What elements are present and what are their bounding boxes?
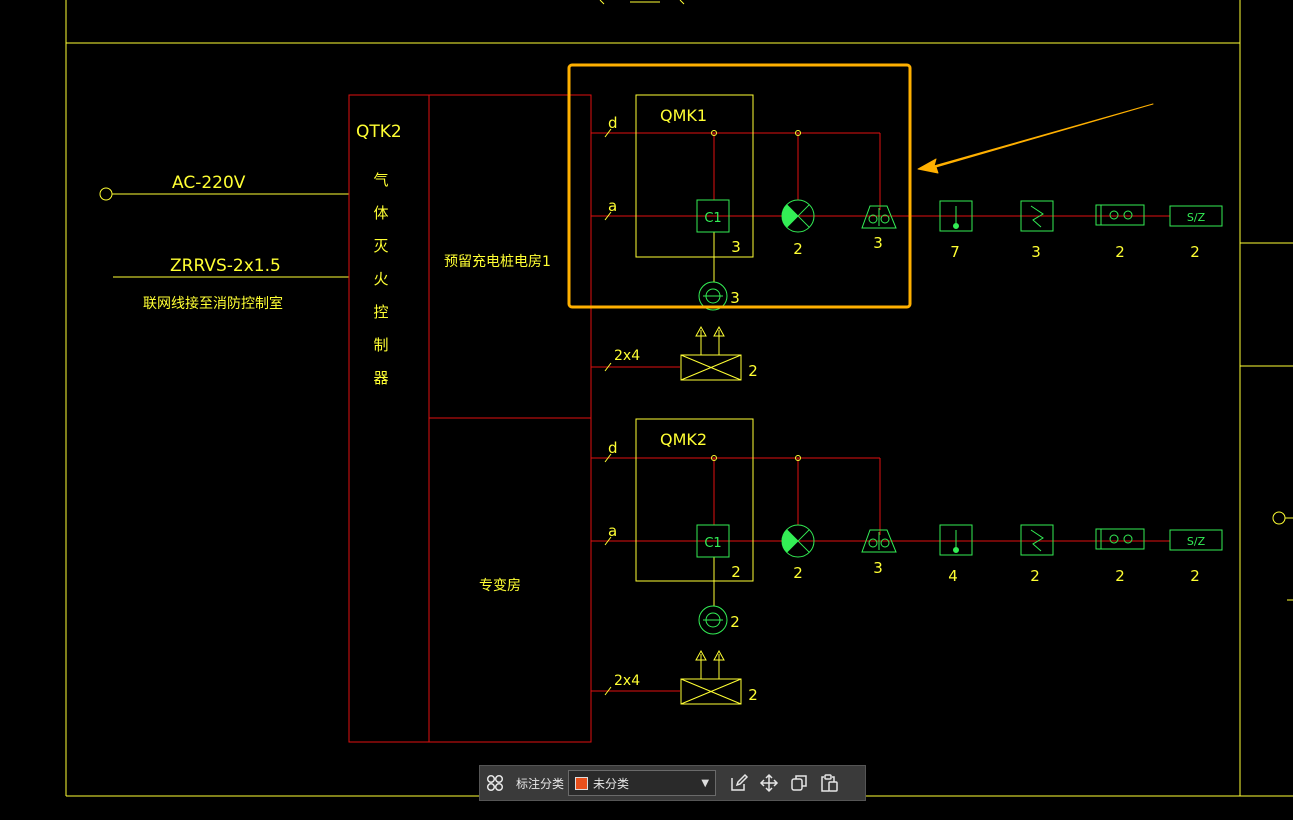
svg-text:2: 2: [1190, 243, 1200, 261]
circuit-row-2: d a QMK2 C1 2 2 3 4 2: [591, 418, 1223, 705]
power-input: [99, 187, 349, 278]
svg-text:控: 控: [373, 303, 388, 321]
highlight-annotation-box[interactable]: [567, 63, 912, 309]
svg-text:a: a: [608, 197, 617, 215]
svg-text:2: 2: [1190, 567, 1200, 585]
controller-name: 气 体 灭 火 控 制 器: [373, 171, 388, 387]
release-valve-icon: [680, 649, 742, 705]
svg-text:2: 2: [1030, 567, 1040, 585]
smoke-detector-icon: [1020, 200, 1054, 232]
temp-detector-icon: [939, 200, 973, 232]
paste-icon[interactable]: [814, 768, 844, 798]
svg-text:2x4: 2x4: [614, 673, 640, 689]
svg-text:2: 2: [748, 686, 758, 704]
network-note: 联网线接至消防控制室: [143, 295, 283, 312]
svg-text:3: 3: [873, 559, 883, 577]
room-1-label: 预留充电桩电房1: [444, 253, 551, 270]
category-select[interactable]: 未分类 ▼: [568, 770, 717, 796]
svg-text:灭: 灭: [373, 237, 388, 255]
strobe-lamp-icon: [781, 524, 815, 558]
cable-label: ZRRVS-2x1.5: [170, 256, 281, 276]
strobe-lamp-icon: [781, 199, 815, 233]
controller-id: QTK2: [356, 122, 402, 142]
svg-text:3: 3: [873, 234, 883, 252]
chevron-down-icon: ▼: [701, 777, 710, 789]
svg-text:2: 2: [748, 362, 758, 380]
svg-text:2: 2: [1115, 567, 1125, 585]
manual-button-icon: [1095, 528, 1145, 550]
controller-box: [348, 94, 592, 743]
smoke-detector-icon: [1020, 524, 1054, 556]
alarm-bell-icon: [861, 205, 897, 229]
svg-text:4: 4: [948, 567, 958, 585]
siren-icon: [698, 281, 728, 311]
module-box-1: [635, 94, 754, 258]
svg-text:d: d: [608, 114, 618, 132]
right-terminal: [1272, 511, 1293, 525]
manual-button-icon: [1095, 204, 1145, 226]
svg-text:2x4: 2x4: [614, 348, 640, 364]
circuit-row-1: d a QMK1 C1 3 2 3 7: [591, 94, 1223, 381]
sz-switch-symbol: [1169, 529, 1223, 551]
module-label-2: QMK2: [660, 430, 707, 449]
title-fragment: [599, 0, 685, 5]
svg-text:气: 气: [373, 171, 388, 189]
category-color-swatch: [575, 776, 589, 790]
svg-text:体: 体: [373, 204, 388, 222]
category-label: 标注分类: [516, 776, 565, 791]
svg-text:7: 7: [950, 243, 960, 261]
annotation-arrow[interactable]: [917, 103, 1154, 174]
room-2-label: 专变房: [479, 578, 521, 594]
svg-text:2: 2: [730, 613, 740, 631]
svg-text:S/Z: S/Z: [1187, 211, 1206, 224]
edit-icon[interactable]: [724, 768, 754, 798]
module-box-2: [635, 418, 754, 582]
svg-text:C1: C1: [704, 211, 721, 226]
svg-text:2: 2: [731, 563, 741, 581]
svg-text:S/Z: S/Z: [1187, 535, 1206, 548]
alarm-bell-icon: [861, 529, 897, 553]
svg-text:3: 3: [731, 238, 741, 256]
svg-text:C1: C1: [704, 536, 721, 551]
c1-module-symbol: [696, 524, 730, 558]
c1-module-symbol: [696, 199, 730, 233]
grid-icon[interactable]: [480, 768, 510, 798]
release-valve-icon: [680, 325, 742, 381]
power-label: AC-220V: [172, 173, 246, 193]
module-label-1: QMK1: [660, 106, 707, 125]
svg-text:2: 2: [1115, 243, 1125, 261]
svg-text:2: 2: [793, 564, 803, 582]
svg-text:3: 3: [730, 289, 740, 307]
annotation-toolbar: 标注分类 未分类 ▼: [479, 765, 866, 801]
category-value: 未分类: [593, 776, 630, 791]
svg-text:d: d: [608, 439, 618, 457]
svg-text:火: 火: [373, 270, 388, 288]
svg-text:制: 制: [373, 336, 388, 354]
svg-text:a: a: [608, 522, 617, 540]
svg-text:器: 器: [373, 369, 388, 387]
copy-icon[interactable]: [784, 768, 814, 798]
svg-text:2: 2: [793, 240, 803, 258]
svg-text:3: 3: [1031, 243, 1041, 261]
move-icon[interactable]: [754, 768, 784, 798]
sz-switch-symbol: [1169, 205, 1223, 227]
siren-icon: [698, 605, 728, 635]
temp-detector-icon: [939, 524, 973, 556]
